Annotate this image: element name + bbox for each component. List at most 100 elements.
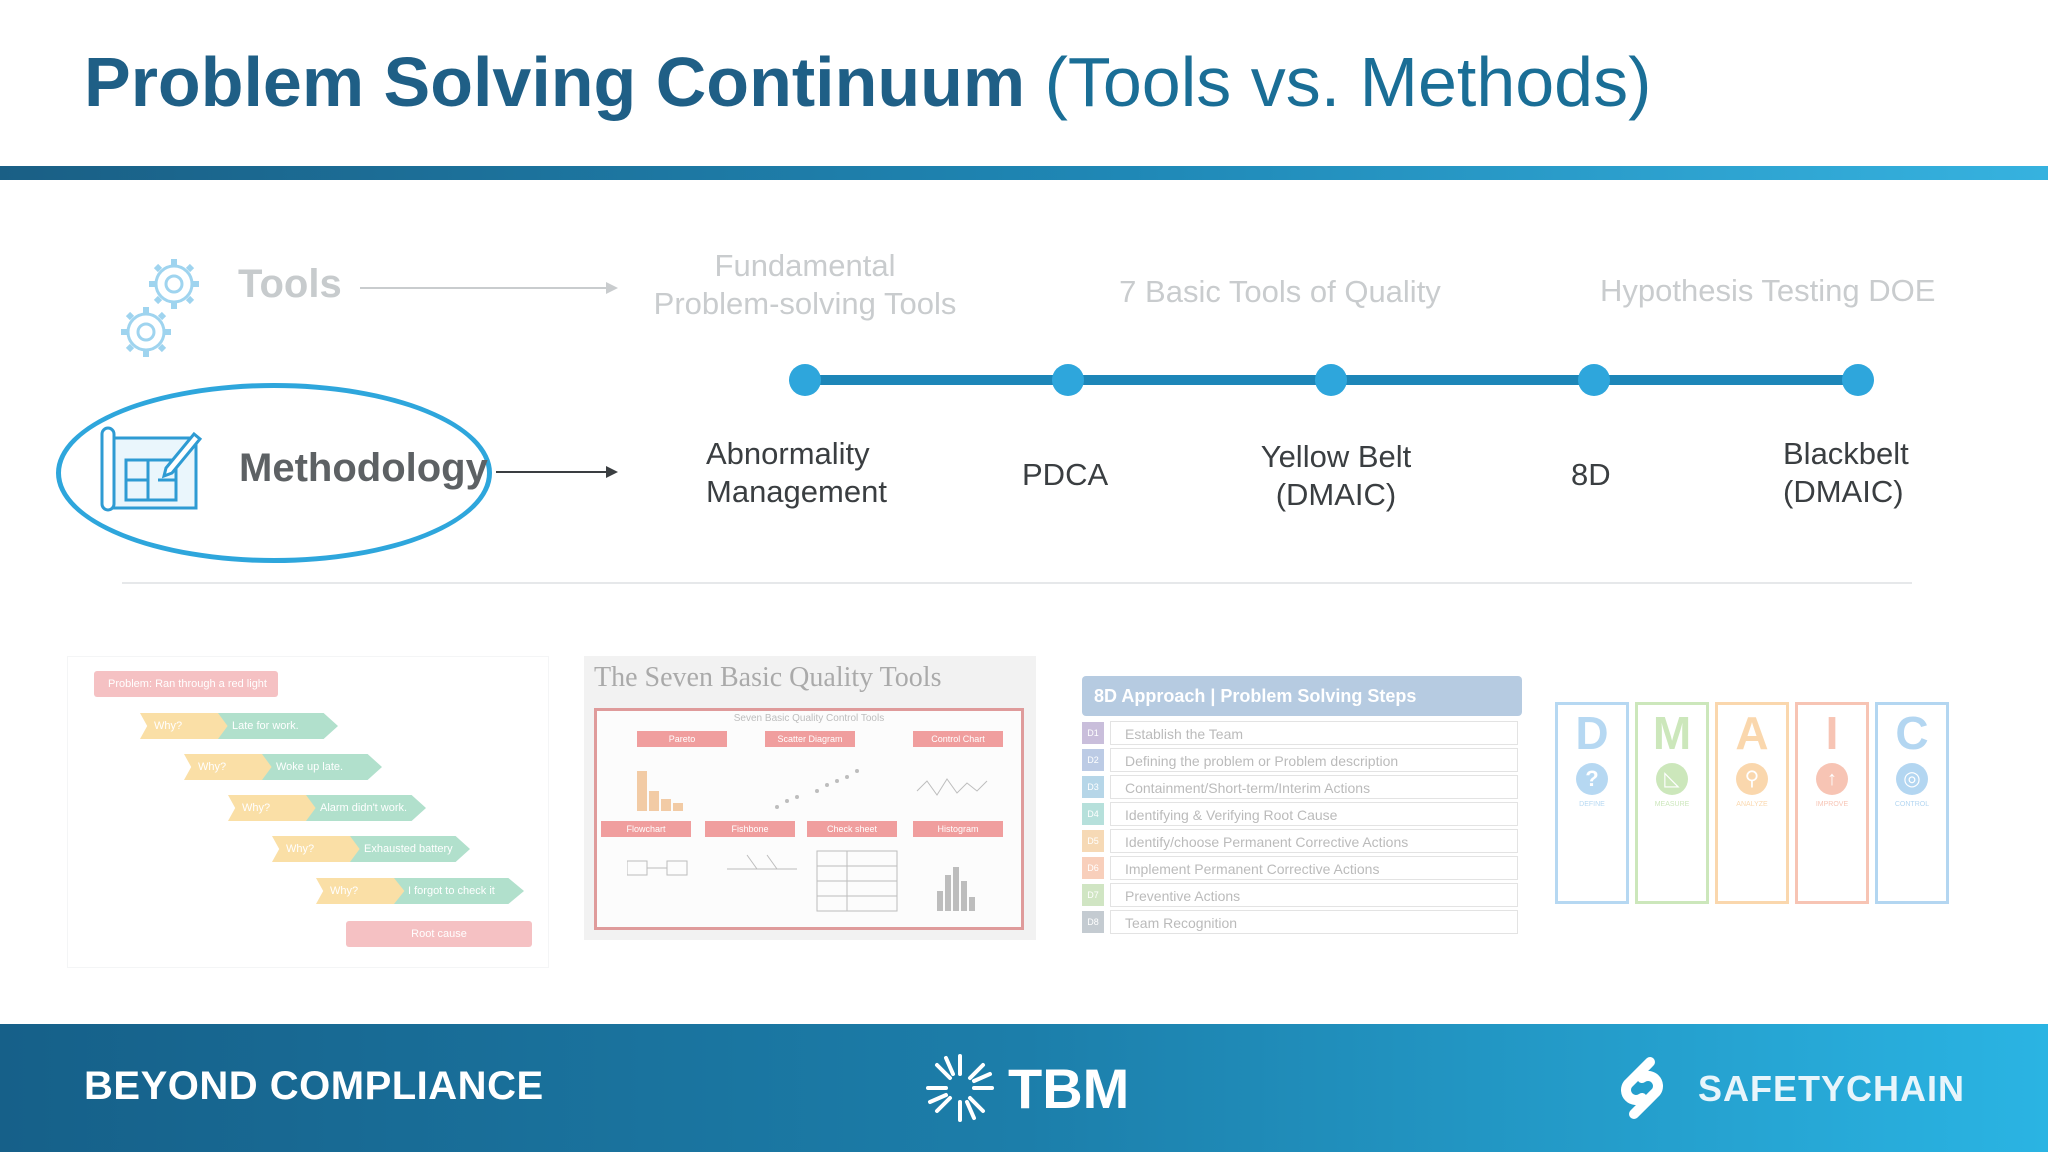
step-badge: D3 [1082, 776, 1104, 798]
dmaic-column: I ↑ IMPROVE [1795, 702, 1869, 904]
method-line: Abnormality [706, 436, 870, 471]
five-whys-thumbnail: Problem: Ran through a red light Why? La… [67, 656, 549, 968]
method-pdca: PDCA [1022, 456, 1108, 494]
method-blackbelt: Blackbelt (DMAIC) [1783, 435, 1909, 511]
title-bold: Problem Solving Continuum [84, 43, 1026, 121]
step-badge: D6 [1082, 857, 1104, 879]
method-line: Yellow Belt [1260, 439, 1412, 474]
step-text: Preventive Actions [1110, 883, 1518, 907]
dmaic-letter: D [1575, 707, 1609, 759]
answer-pill: Late for work. [218, 713, 338, 739]
tbm-logo-text: TBM [1008, 1057, 1130, 1120]
tools-arrow [360, 282, 618, 294]
answer-pill: Exhausted battery [350, 836, 470, 862]
method-8d: 8D [1571, 456, 1611, 494]
answer-pill: Woke up late. [262, 754, 382, 780]
eight-d-step: D2 Defining the problem or Problem descri… [1082, 747, 1522, 774]
step-text: Defining the problem or Problem descript… [1110, 748, 1518, 772]
step-badge: D2 [1082, 749, 1104, 771]
dmaic-word: IMPROVE [1815, 801, 1849, 808]
seven-tools-subheading: Seven Basic Quality Control Tools [733, 713, 885, 724]
title-normal: (Tools vs. Methods) [1044, 43, 1652, 121]
methodology-highlight-ellipse [56, 383, 492, 563]
dmaic-column: A ⚲ ANALYZE [1715, 702, 1789, 904]
step-badge: D4 [1082, 803, 1104, 825]
step-badge: D5 [1082, 830, 1104, 852]
tool-tag: Scatter Diagram [765, 731, 855, 747]
timeline-dot [1578, 364, 1610, 396]
answer-pill: I forgot to check it [394, 878, 524, 904]
eight-d-step: D8 Team Recognition [1082, 909, 1522, 936]
gears-icon [121, 259, 199, 357]
tools-item-fundamental: Fundamental Problem-solving Tools [640, 247, 970, 323]
dmaic-letter: I [1825, 707, 1839, 759]
five-whys-problem: Problem: Ran through a red light [94, 671, 278, 697]
tools-item-line: 7 Basic Tools of Quality [1119, 274, 1441, 309]
method-line: (DMAIC) [1275, 477, 1397, 512]
eight-d-step: D7 Preventive Actions [1082, 882, 1522, 909]
step-text: Implement Permanent Corrective Actions [1110, 856, 1518, 880]
timeline-dot [789, 364, 821, 396]
ruler-icon: ◺ [1656, 763, 1688, 795]
methodology-arrow [496, 466, 618, 478]
method-line: Blackbelt [1783, 436, 1909, 471]
tools-item-line: Hypothesis Testing DOE [1600, 273, 1936, 308]
step-badge: D7 [1082, 884, 1104, 906]
dmaic-word: MEASURE [1654, 801, 1690, 808]
step-text: Identify/choose Permanent Corrective Act… [1110, 829, 1518, 853]
question-icon: ? [1576, 763, 1608, 795]
dmaic-column: D ? DEFINE [1555, 702, 1629, 904]
dmaic-letter: A [1735, 707, 1769, 759]
tool-tag: Histogram [913, 821, 1003, 837]
dmaic-column: M ◺ MEASURE [1635, 702, 1709, 904]
step-badge: D8 [1082, 911, 1104, 933]
tool-tag: Flowchart [601, 821, 691, 837]
method-yellow-belt: Yellow Belt (DMAIC) [1236, 438, 1436, 514]
why-pill: Why? [184, 754, 274, 780]
safetychain-logo-text: SAFETYCHAIN [1698, 1068, 1966, 1109]
timeline-dot [1052, 364, 1084, 396]
root-cause-pill: Root cause [346, 921, 532, 947]
dmaic-column: C ◎ CONTROL [1875, 702, 1949, 904]
step-text: Containment/Short-term/Interim Actions [1110, 775, 1518, 799]
eight-d-step: D5 Identify/choose Permanent Corrective A… [1082, 828, 1522, 855]
footer-bar [0, 1024, 2048, 1152]
tools-item-line: Fundamental [714, 248, 896, 283]
method-line: (DMAIC) [1783, 474, 1904, 509]
safetychain-logo-icon [1621, 1057, 1663, 1119]
magnifier-icon: ⚲ [1736, 763, 1768, 795]
dmaic-word: CONTROL [1894, 801, 1930, 808]
seven-tools-heading: The Seven Basic Quality Tools [594, 662, 942, 693]
eight-d-heading: 8D Approach | Problem Solving Steps [1082, 676, 1522, 716]
step-text: Team Recognition [1110, 910, 1518, 934]
eight-d-step: D3 Containment/Short-term/Interim Actions [1082, 774, 1522, 801]
timeline-dot [1842, 364, 1874, 396]
target-icon: ◎ [1896, 763, 1928, 795]
timeline-dot [1315, 364, 1347, 396]
tools-item-hypothesis: Hypothesis Testing DOE [1600, 272, 1980, 310]
tool-tag: Check sheet [807, 821, 897, 837]
method-abnormality: Abnormality Management [706, 435, 887, 511]
why-pill: Why? [228, 795, 318, 821]
method-line: PDCA [1022, 457, 1109, 492]
title-underline-bar [0, 166, 2048, 180]
methodology-label: Methodology [239, 446, 488, 490]
dmaic-word: ANALYZE [1736, 801, 1768, 808]
tool-tag: Fishbone [705, 821, 795, 837]
dmaic-word: DEFINE [1579, 801, 1605, 808]
why-pill: Why? [140, 713, 230, 739]
tbm-starburst-icon [926, 1054, 994, 1122]
tools-item-line: Problem-solving Tools [653, 286, 957, 321]
blueprint-icon [100, 426, 203, 512]
dmaic-letter: C [1895, 707, 1929, 759]
section-divider [122, 582, 1912, 584]
tools-label: Tools [238, 262, 342, 306]
dmaic-thumbnail: D ? DEFINE M ◺ MEASURE A ⚲ ANALYZE I ↑ I… [1555, 702, 1951, 906]
seven-tools-frame: Seven Basic Quality Control Tools Pareto… [594, 708, 1024, 930]
answer-pill: Alarm didn't work. [306, 795, 426, 821]
why-pill: Why? [316, 878, 406, 904]
tool-tag: Control Chart [913, 731, 1003, 747]
why-pill: Why? [272, 836, 362, 862]
